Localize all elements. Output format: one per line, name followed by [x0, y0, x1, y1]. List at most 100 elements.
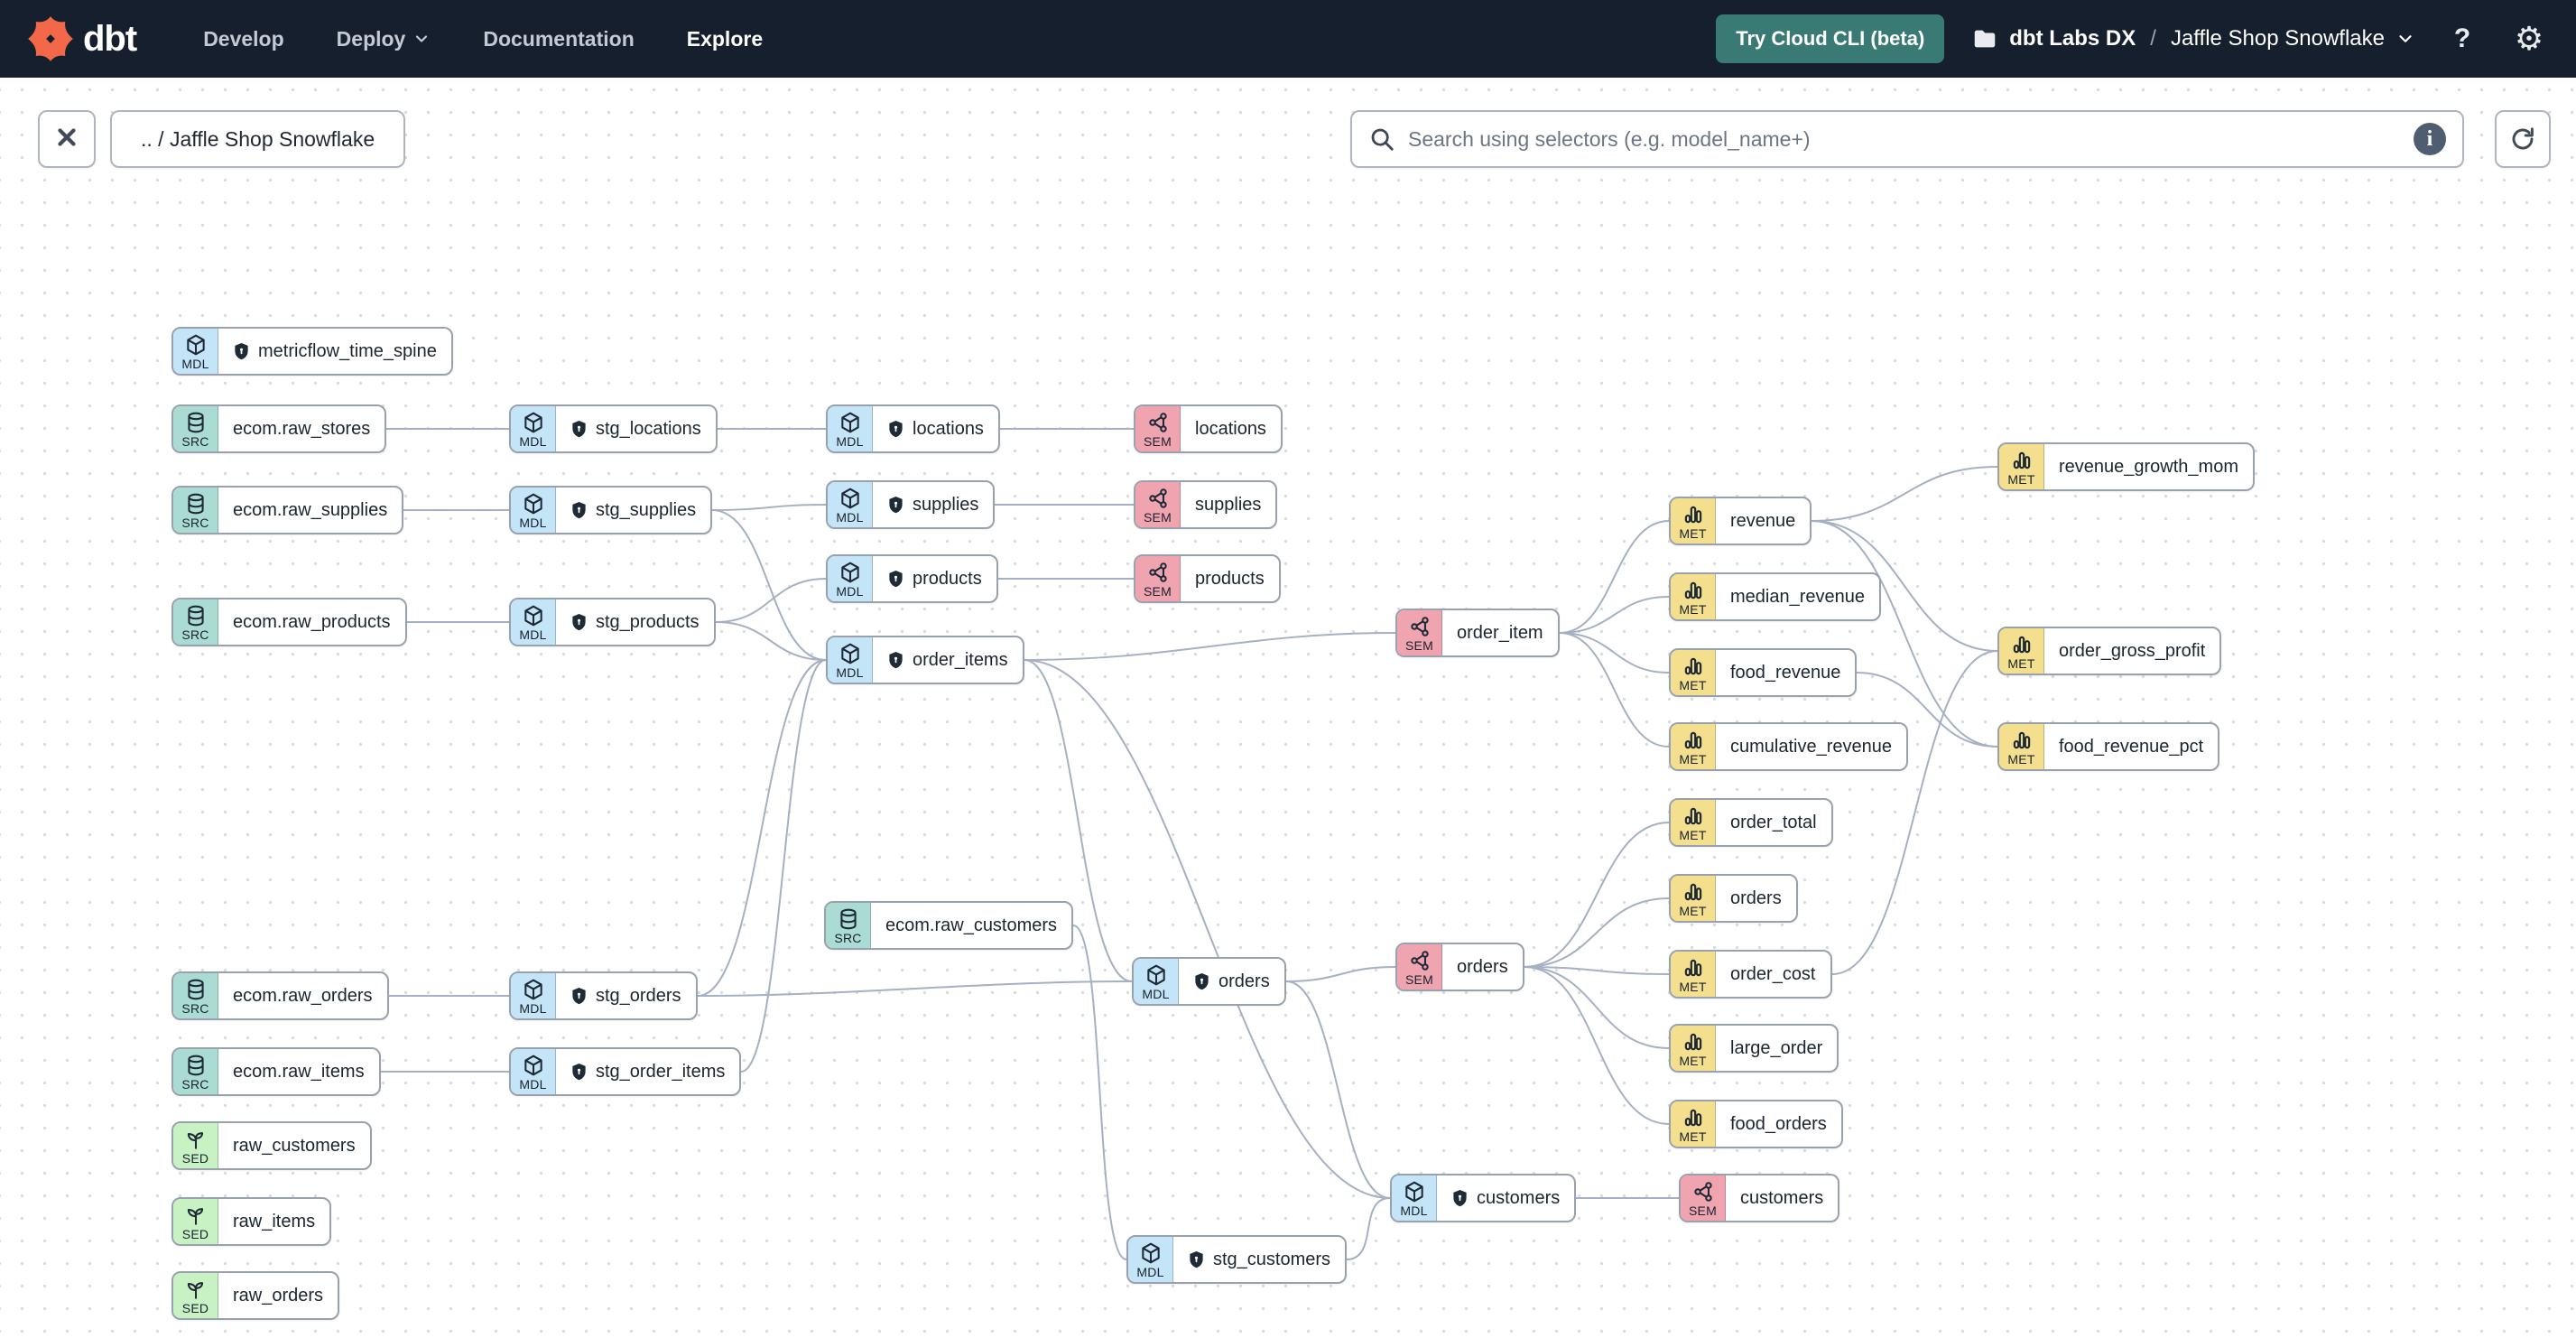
mdl-badge: MDL	[1392, 1175, 1437, 1221]
badge-type-label: SRC	[181, 1000, 209, 1016]
search-input[interactable]	[1408, 126, 2401, 152]
try-cloud-cli-button[interactable]: Try Cloud CLI (beta)	[1716, 14, 1945, 63]
nav-item-deploy[interactable]: Deploy	[337, 27, 431, 51]
node-label-text: customers	[1740, 1187, 1824, 1208]
node-raw_customers[interactable]: SED raw_customers	[171, 1121, 372, 1170]
dbt-flame-icon	[28, 16, 73, 61]
nav-item-explore[interactable]: Explore	[686, 26, 764, 51]
refresh-button[interactable]	[2495, 110, 2551, 168]
badge-type-label: MET	[2007, 471, 2035, 487]
shield-icon	[570, 501, 588, 520]
badge-type-label: MDL	[519, 1000, 547, 1016]
gear-icon[interactable]: ⚙	[2514, 20, 2544, 58]
src-badge: SRC	[173, 599, 218, 645]
node-label-text: food_revenue_pct	[2059, 736, 2204, 757]
edge-orders_sem-to-orders_met	[1524, 897, 1670, 968]
help-icon[interactable]: ?	[2453, 23, 2471, 53]
badge-type-label: MDL	[519, 515, 547, 530]
met-badge: MET	[1671, 498, 1716, 544]
cube-icon	[839, 561, 862, 584]
top-navbar: dbt Develop Deploy Documentation Explore…	[0, 0, 2576, 78]
node-label: food_revenue	[1716, 650, 1855, 695]
node-label: locations	[873, 406, 998, 451]
search-icon	[1368, 125, 1395, 153]
node-label-text: raw_orders	[233, 1285, 324, 1305]
mdl-badge: MDL	[511, 599, 556, 645]
dbt-logo[interactable]: dbt	[27, 15, 137, 62]
met-badge: MET	[1671, 1101, 1716, 1147]
shield-icon	[887, 570, 904, 589]
node-label: stg_order_items	[556, 1049, 739, 1094]
nav-item-develop[interactable]: Develop	[203, 26, 284, 51]
breadcrumb[interactable]: .. / Jaffle Shop Snowflake	[110, 110, 406, 168]
node-label: raw_orders	[218, 1273, 338, 1318]
badge-type-label: SED	[181, 1150, 209, 1166]
selector-search: i	[1350, 110, 2464, 168]
node-label-text: products	[913, 568, 982, 589]
node-revenue[interactable]: MET revenue	[1669, 497, 1812, 545]
node-label: order_gross_profit	[2044, 628, 2219, 674]
edge-order_cost-to-order_gross_profit	[1831, 650, 1998, 975]
bars-icon	[1682, 503, 1705, 526]
node-label-text: revenue	[1730, 510, 1796, 531]
cube-icon	[839, 487, 862, 510]
bars-icon	[1682, 880, 1705, 904]
close-lineage-button[interactable]	[38, 110, 96, 168]
node-label-text: metricflow_time_spine	[258, 340, 437, 361]
shield-icon	[887, 651, 904, 670]
account-breadcrumb[interactable]: dbt Labs DX / Jaffle Shop Snowflake	[1971, 25, 2415, 52]
nav-item-documentation[interactable]: Documentation	[483, 26, 635, 51]
node-label-text: locations	[1195, 418, 1266, 439]
node-label: raw_customers	[218, 1123, 370, 1168]
shield-icon	[887, 420, 904, 439]
node-label: supplies	[1181, 482, 1275, 527]
info-icon[interactable]: i	[2414, 123, 2446, 155]
sprout-icon	[184, 1128, 208, 1151]
cube-icon	[1144, 963, 1168, 987]
mdl-badge: MDL	[511, 488, 556, 533]
node-label: large_order	[1716, 1026, 1837, 1071]
edge-orders_sem-to-food_orders	[1524, 966, 1670, 1125]
bars-icon	[1682, 655, 1705, 678]
cube-icon	[839, 411, 862, 434]
